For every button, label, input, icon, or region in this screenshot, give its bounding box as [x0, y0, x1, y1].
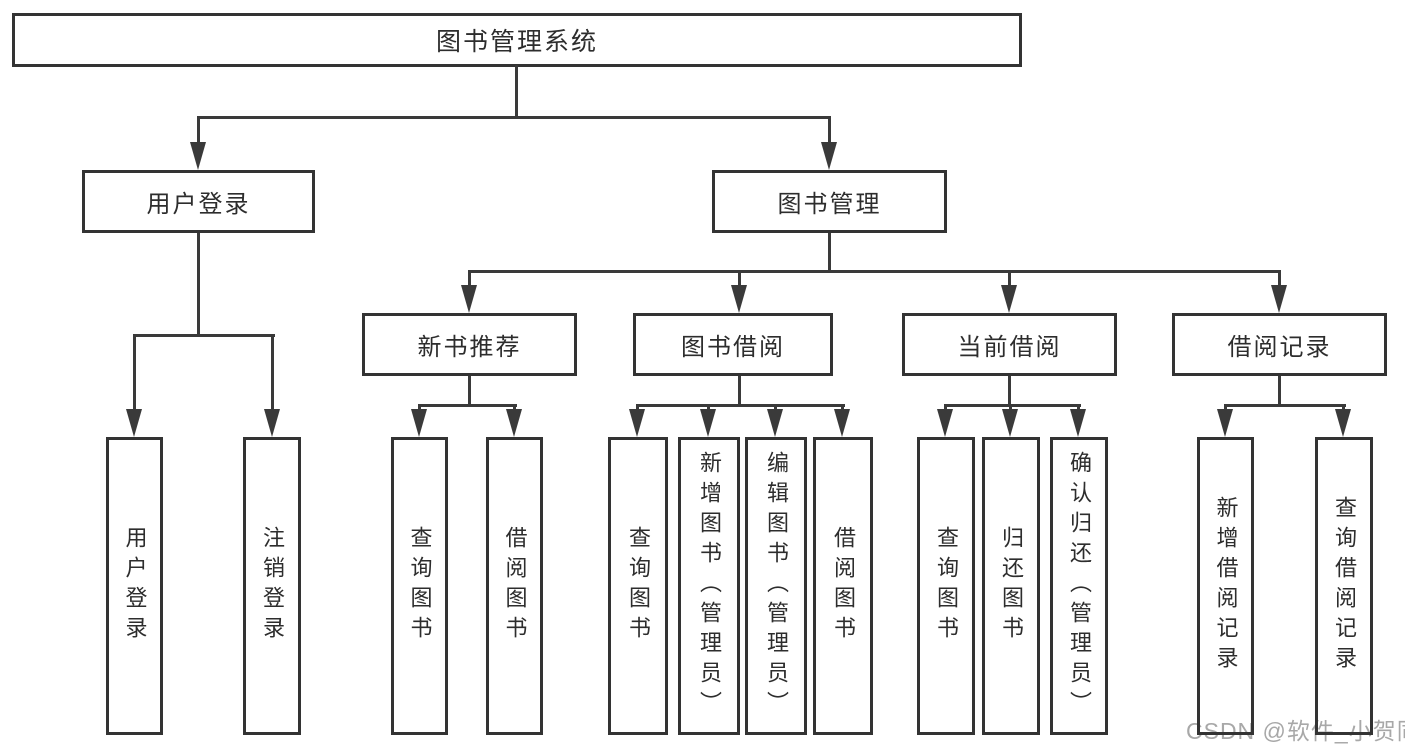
arrowhead-down: [1271, 285, 1287, 313]
node-leaf-user-login: 用户登录: [106, 437, 163, 735]
node-label: 编辑图书（管理员）: [764, 451, 789, 721]
connector-hline: [1224, 404, 1346, 407]
connector-vline: [1278, 376, 1281, 407]
node-label: 图书管理: [777, 191, 882, 218]
arrowhead-down: [834, 409, 850, 437]
node-label: 用户登录: [122, 526, 148, 646]
node-leaf-br-query-record: 查询借阅记录: [1315, 437, 1373, 735]
node-current-borrowing: 当前借阅: [902, 313, 1117, 376]
connector-vline: [1278, 272, 1281, 288]
connector-vline: [738, 272, 741, 288]
node-label: 图书借阅: [681, 334, 785, 361]
connector-vline: [271, 336, 274, 413]
connector-vline: [197, 233, 200, 337]
node-leaf-logout: 注销登录: [243, 437, 301, 735]
arrowhead-down: [1335, 409, 1351, 437]
connector-hline: [133, 334, 275, 337]
node-label: 查询图书: [407, 526, 433, 646]
arrowhead-down: [1001, 285, 1017, 313]
node-leaf-cb-confirm-return-admin: 确认归还（管理员）: [1050, 437, 1108, 735]
connector-vline: [515, 65, 518, 119]
arrowhead-down: [1070, 409, 1086, 437]
connector-vline: [828, 233, 831, 273]
node-label: 查询借阅记录: [1332, 496, 1357, 676]
arrowhead-down: [700, 409, 716, 437]
node-leaf-cb-return-book: 归还图书: [982, 437, 1040, 735]
connector-hline: [468, 270, 1281, 273]
arrowhead-down: [411, 409, 427, 437]
arrowhead-down: [1002, 409, 1018, 437]
arrowhead-down: [767, 409, 783, 437]
node-leaf-bb-query-books: 查询图书: [608, 437, 668, 735]
node-label: 确认归还（管理员）: [1067, 451, 1092, 721]
arrowhead-down: [1217, 409, 1233, 437]
arrowhead-down: [731, 285, 747, 313]
node-leaf-bb-add-book-admin: 新增图书（管理员）: [678, 437, 740, 735]
node-leaf-nbr-borrow-book: 借阅图书: [486, 437, 543, 735]
node-borrow-records: 借阅记录: [1172, 313, 1387, 376]
connector-vline: [738, 376, 741, 407]
node-new-book-recommend: 新书推荐: [362, 313, 577, 376]
node-label: 借阅图书: [502, 526, 528, 646]
node-book-borrowing: 图书借阅: [633, 313, 833, 376]
arrowhead-down: [190, 142, 206, 170]
arrowhead-down: [506, 409, 522, 437]
connector-hline: [944, 404, 1081, 407]
connector-vline: [133, 336, 136, 413]
node-label: 借阅图书: [831, 526, 856, 646]
connector-vline: [197, 118, 200, 146]
node-label: 新增图书（管理员）: [697, 451, 722, 721]
node-label: 借阅记录: [1227, 334, 1332, 361]
node-book-management: 图书管理: [712, 170, 947, 233]
arrowhead-down: [629, 409, 645, 437]
node-user-login: 用户登录: [82, 170, 315, 233]
arrowhead-down: [126, 409, 142, 437]
connector-hline: [418, 404, 517, 407]
node-leaf-cb-query-books: 查询图书: [917, 437, 975, 735]
node-label: 新书推荐: [417, 334, 522, 361]
node-label: 新增借阅记录: [1213, 496, 1239, 676]
connector-vline: [1008, 272, 1011, 288]
connector-hline: [197, 116, 831, 119]
node-label: 归还图书: [999, 526, 1024, 646]
node-label: 注销登录: [260, 526, 285, 646]
arrowhead-down: [264, 409, 280, 437]
node-leaf-br-add-record: 新增借阅记录: [1197, 437, 1254, 735]
arrowhead-down: [937, 409, 953, 437]
node-label: 图书管理系统: [435, 28, 598, 56]
node-root: 图书管理系统: [12, 13, 1022, 67]
csdn-watermark: CSDN @软件_小贺同学: [1186, 718, 1405, 744]
arrowhead-down: [821, 142, 837, 170]
connector-vline: [468, 272, 471, 288]
node-leaf-nbr-query-books: 查询图书: [391, 437, 448, 735]
node-label: 查询图书: [934, 526, 959, 646]
node-label: 当前借阅: [957, 334, 1062, 361]
arrowhead-down: [461, 285, 477, 313]
node-leaf-bb-edit-book-admin: 编辑图书（管理员）: [745, 437, 807, 735]
node-leaf-bb-borrow-book: 借阅图书: [813, 437, 873, 735]
connector-vline: [468, 376, 471, 407]
connector-vline: [828, 118, 831, 146]
connector-hline: [636, 404, 845, 407]
node-label: 查询图书: [626, 526, 651, 646]
connector-vline: [1008, 376, 1011, 407]
node-label: 用户登录: [146, 191, 251, 218]
